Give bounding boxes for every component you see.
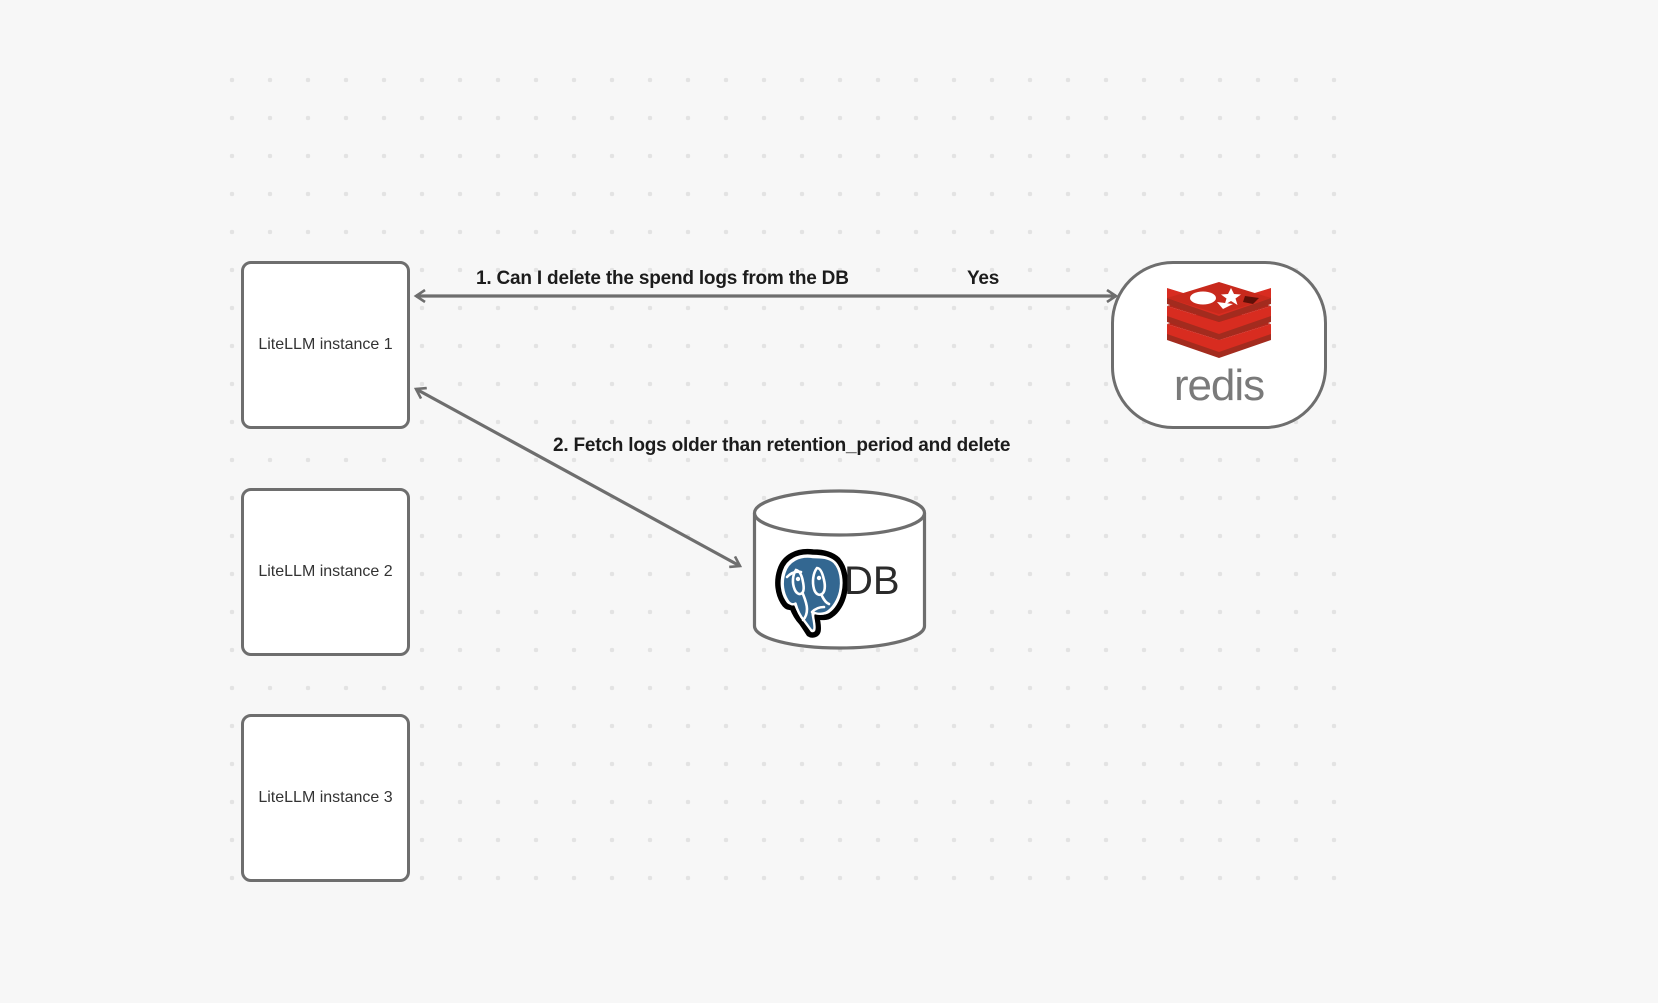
- node-litellm-instance-3[interactable]: LiteLLM instance 3: [241, 714, 410, 882]
- node-label: LiteLLM instance 2: [258, 563, 393, 580]
- edge-label-1-reply: Yes: [967, 268, 1000, 289]
- edge-label-1: 1. Can I delete the spend logs from the …: [476, 268, 849, 289]
- canvas-margin-bottom: [0, 890, 1658, 1003]
- node-litellm-instance-2[interactable]: LiteLLM instance 2: [241, 488, 410, 656]
- redis-wordmark: redis: [1173, 361, 1265, 410]
- node-label: LiteLLM instance 1: [258, 336, 393, 353]
- node-litellm-instance-1[interactable]: LiteLLM instance 1: [241, 261, 410, 429]
- canvas-margin-left: [0, 0, 212, 1003]
- postgresql-elephant-icon: [775, 548, 849, 638]
- node-redis[interactable]: redis: [1111, 261, 1327, 429]
- node-label: LiteLLM instance 3: [258, 789, 393, 806]
- edge-litellm1-db: [416, 389, 740, 566]
- edge-label-2: 2. Fetch logs older than retention_perio…: [553, 435, 1011, 456]
- canvas-margin-right: [1346, 0, 1658, 1003]
- redis-logo-group: redis: [1163, 282, 1275, 408]
- db-label: DB: [844, 559, 900, 603]
- redis-logo-icon: [1167, 282, 1271, 358]
- node-postgres-db[interactable]: DB: [752, 489, 927, 650]
